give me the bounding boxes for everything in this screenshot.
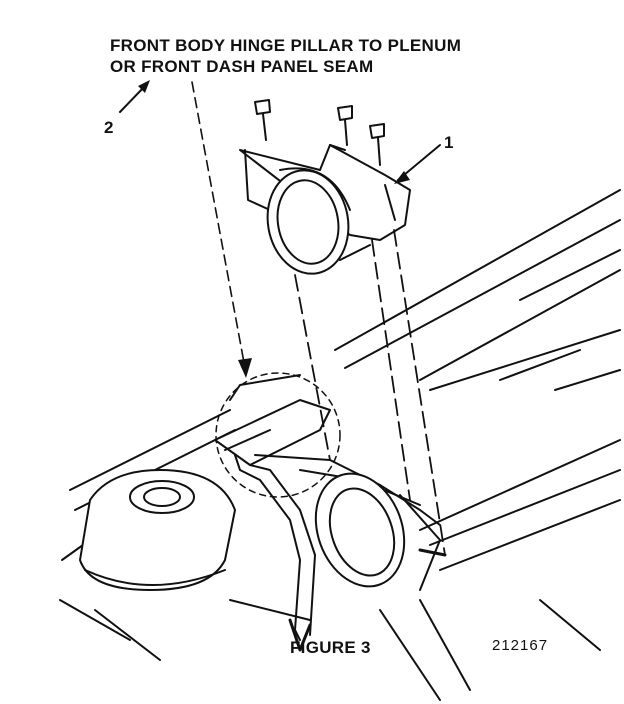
figure-number: 212167 <box>492 637 549 654</box>
screw-left <box>254 99 271 141</box>
vent-duct-assembly <box>239 144 411 275</box>
seam-leader-arrowhead <box>238 358 252 378</box>
seam-caption-line-1: FRONT BODY HINGE PILLAR TO PLENUM <box>110 36 462 55</box>
callout-1-arrowhead <box>394 171 410 184</box>
hinge-pillar-bracket <box>214 399 441 652</box>
callout-2-arrowhead <box>138 80 150 93</box>
spring-tower-dome <box>79 469 236 591</box>
duct-seat-opening <box>314 472 447 591</box>
callout-2-label: 2 <box>104 118 114 137</box>
body-panel-lines <box>59 189 621 701</box>
screw-middle <box>337 105 353 146</box>
callout-2-arrow <box>119 85 146 113</box>
alignment-lines <box>294 229 446 556</box>
screw-right <box>369 123 385 166</box>
seam-leader-arrow <box>191 81 246 369</box>
seam-highlight-circle <box>215 372 341 498</box>
seam-caption-line-2: OR FRONT DASH PANEL SEAM <box>110 57 374 76</box>
figure-label: FIGURE 3 <box>290 638 371 657</box>
callout-1-label: 1 <box>444 133 454 152</box>
